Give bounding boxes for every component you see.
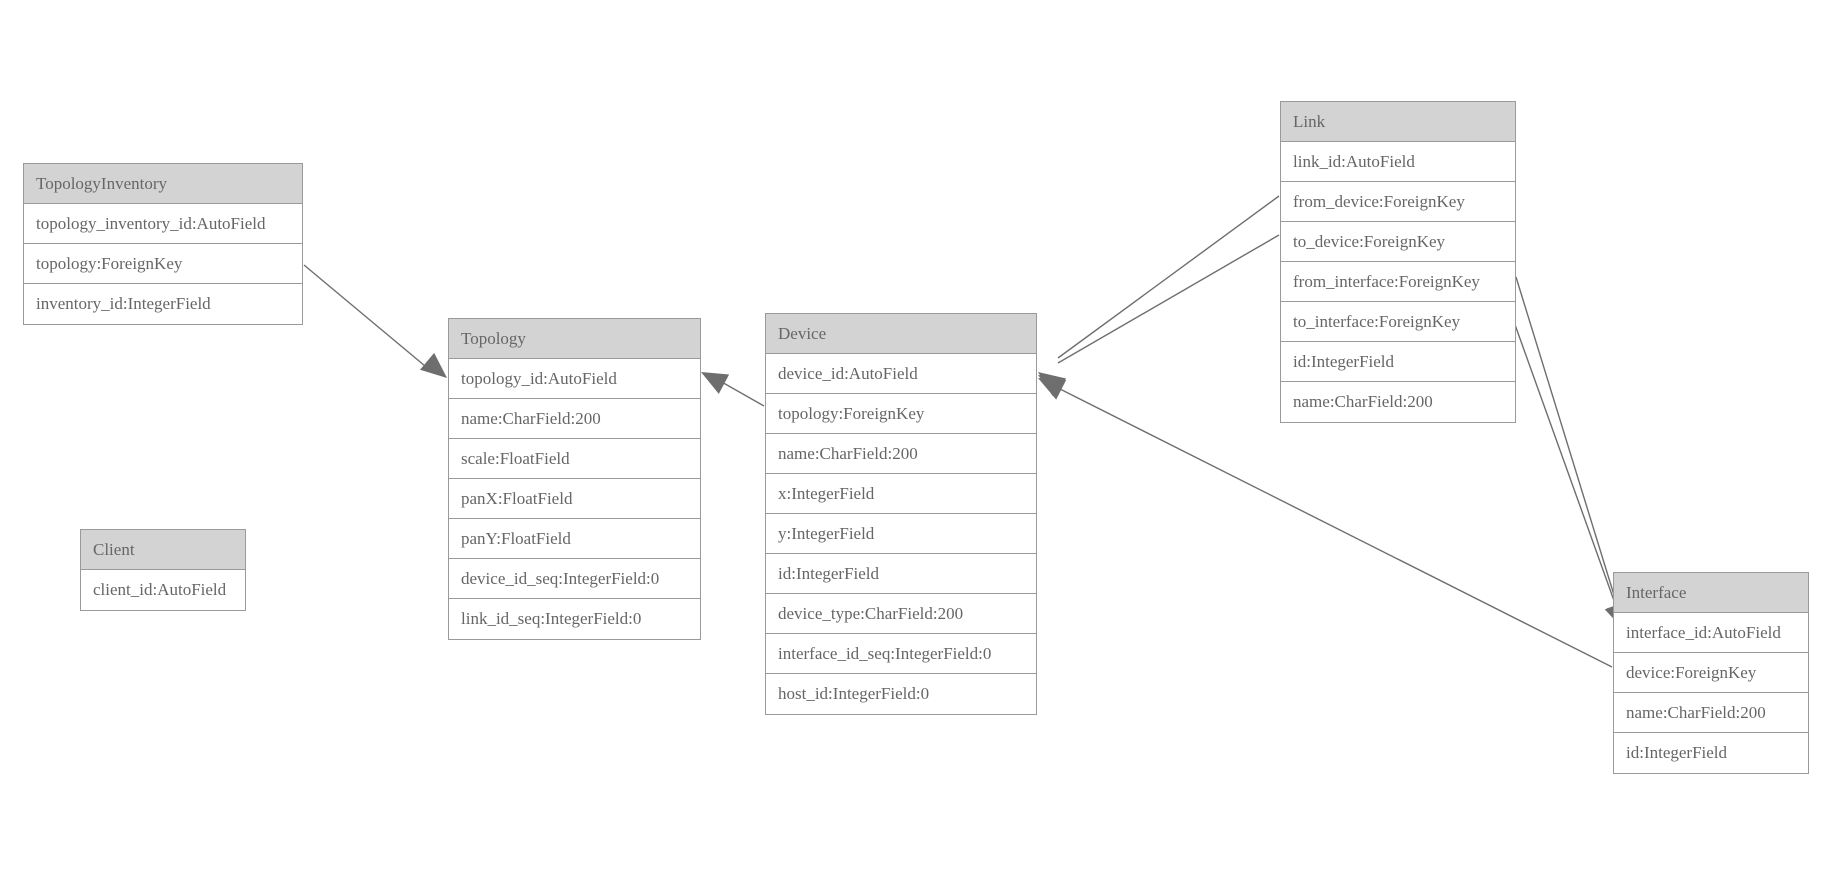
entity-field: client_id:AutoField <box>93 580 227 599</box>
entity-title-topology_inventory: TopologyInventory <box>24 164 302 204</box>
entity-field: scale:FloatField <box>449 439 700 479</box>
entity-field: interface_id_seq:IntegerField:0 <box>766 634 1036 674</box>
entity-field: y:IntegerField <box>766 514 1036 554</box>
entity-field: from_device:ForeignKey <box>1281 182 1515 222</box>
entity-field: name:CharField:200 <box>1293 392 1433 411</box>
relationship-link-to_device <box>1038 234 1280 398</box>
entity-field: host_id:IntegerField:0 <box>778 684 930 703</box>
entity-field: id:IntegerField <box>1626 743 1728 762</box>
entity-field: device_id_seq:IntegerField:0 <box>449 559 700 599</box>
entity-field: link_id:AutoField <box>1281 142 1515 182</box>
entity-field: topology:ForeignKey <box>766 394 1036 434</box>
entity-field: topology_id:AutoField <box>449 359 700 399</box>
relationship-line <box>1057 234 1280 364</box>
entity-title-link: Link <box>1281 102 1515 142</box>
entity-field: inventory_id:IntegerField <box>36 294 211 313</box>
relationship-line <box>1057 195 1280 359</box>
entity-field: device:ForeignKey <box>1614 653 1808 693</box>
entity-field: interface_id:AutoField <box>1614 613 1808 653</box>
relationship-arrowhead <box>1038 375 1067 398</box>
relationship-line <box>1508 307 1618 610</box>
entity-field: to_device:ForeignKey <box>1281 222 1515 262</box>
relationship-arrowhead <box>1038 378 1067 400</box>
entity-field: id:IntegerField <box>766 554 1036 594</box>
relationship-link-from_device <box>1038 195 1280 397</box>
entity-field: name:CharField:200 <box>449 399 700 439</box>
relationship-line <box>719 380 765 407</box>
entity-field: from_interface:ForeignKey <box>1281 262 1515 302</box>
entity-title-topology: Topology <box>449 319 700 359</box>
entity-field: device_type:CharField:200 <box>766 594 1036 634</box>
entity-title-device: Device <box>766 314 1036 354</box>
entity-field: name:CharField:200 <box>766 434 1036 474</box>
entity-field: panX:FloatField <box>449 479 700 519</box>
entity-title-interface: Interface <box>1614 573 1808 613</box>
entity-field: id:IntegerField <box>1281 342 1515 382</box>
entity-field: device_id:AutoField <box>766 354 1036 394</box>
entity-client[interactable]: Client client_id:AutoField <box>80 529 246 611</box>
entity-field: name:CharField:200 <box>1614 693 1808 733</box>
entity-field: to_interface:ForeignKey <box>1281 302 1515 342</box>
entity-field: topology_inventory_id:AutoField <box>24 204 302 244</box>
entity-field: link_id_seq:IntegerField:0 <box>461 609 642 628</box>
relationship-device-topology <box>701 372 765 407</box>
relationship-line <box>1059 388 1613 668</box>
entity-field: panY:FloatField <box>449 519 700 559</box>
entity-title-client: Client <box>81 530 245 570</box>
entity-field: x:IntegerField <box>766 474 1036 514</box>
relationship-line <box>1515 276 1619 609</box>
relationship-topologyinventory-topology <box>303 264 447 378</box>
entity-field: topology:ForeignKey <box>24 244 302 284</box>
relationship-line <box>303 264 432 372</box>
